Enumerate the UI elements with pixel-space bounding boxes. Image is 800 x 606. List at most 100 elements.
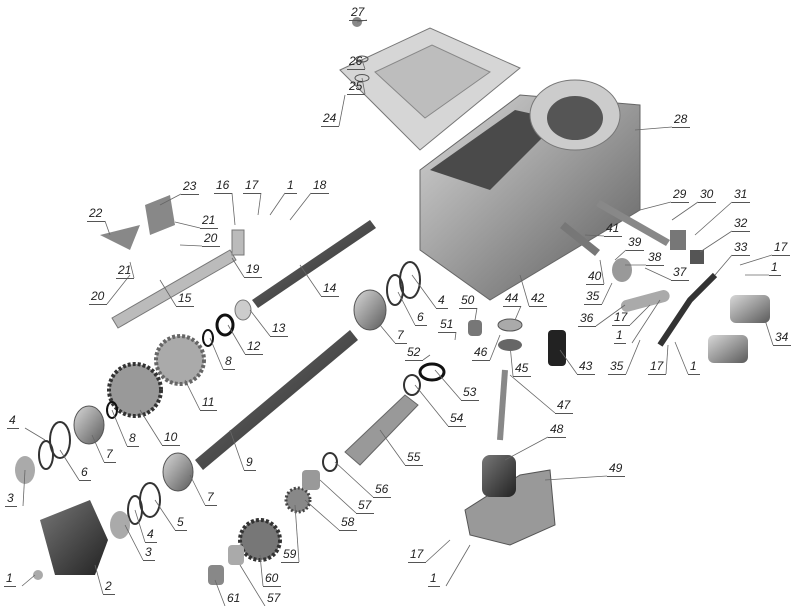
- callout-label-46: 46: [472, 346, 491, 361]
- callout-label-29: 29: [671, 188, 690, 203]
- callout-label-50: 50: [459, 294, 478, 309]
- leader-line: [544, 475, 608, 481]
- callout-label-1: 1: [614, 329, 626, 344]
- leader-line: [519, 274, 530, 307]
- callout-label-55: 55: [405, 451, 424, 466]
- callout-label-19: 19: [244, 263, 263, 278]
- leader-line: [614, 249, 627, 261]
- leader-line: [319, 479, 357, 514]
- callout-label-41: 41: [604, 222, 623, 237]
- leader-line: [422, 354, 431, 361]
- callout-label-38: 38: [646, 251, 665, 266]
- leader-line: [231, 192, 236, 226]
- callout-label-3: 3: [143, 546, 155, 561]
- callout-label-4: 4: [145, 528, 157, 543]
- leader-line: [509, 374, 556, 414]
- callout-label-17: 17: [772, 241, 791, 256]
- callout-label-16: 16: [214, 179, 233, 194]
- leader-line: [425, 539, 451, 563]
- leader-line: [299, 264, 322, 297]
- leader-line: [514, 305, 522, 321]
- callout-label-30: 30: [698, 188, 717, 203]
- callout-label-6: 6: [415, 311, 427, 326]
- leader-line: [361, 59, 366, 70]
- cover-plate: [339, 17, 521, 151]
- leader-line: [24, 427, 46, 441]
- callout-label-7: 7: [205, 491, 217, 506]
- leader-line: [454, 331, 457, 341]
- leader-line: [21, 574, 36, 587]
- leader-line: [249, 309, 271, 337]
- leader-line: [294, 504, 300, 563]
- leader-line: [584, 234, 605, 237]
- callout-label-27: 27: [349, 6, 368, 21]
- leader-line: [134, 509, 146, 543]
- callout-label-25: 25: [347, 80, 366, 95]
- leader-line: [631, 299, 661, 344]
- leader-line: [639, 201, 672, 211]
- callout-label-57: 57: [356, 499, 375, 514]
- callout-label-17: 17: [648, 360, 667, 375]
- leader-line: [397, 291, 416, 326]
- callout-label-8: 8: [127, 432, 139, 447]
- callout-label-33: 33: [732, 241, 751, 256]
- leader-line: [139, 409, 163, 446]
- leader-line: [124, 524, 144, 561]
- leader-line: [159, 193, 182, 206]
- leader-line: [629, 304, 651, 326]
- callout-label-5: 5: [175, 516, 187, 531]
- callout-label-14: 14: [321, 282, 340, 297]
- leader-line: [259, 554, 264, 587]
- leader-line: [184, 379, 201, 411]
- callout-label-21: 21: [116, 264, 135, 279]
- callout-label-51: 51: [438, 318, 457, 333]
- callout-label-35: 35: [608, 360, 627, 375]
- callout-label-42: 42: [529, 292, 548, 307]
- leader-line: [231, 257, 245, 278]
- leader-line: [257, 192, 262, 216]
- leader-lines: [21, 19, 774, 606]
- callout-label-12: 12: [245, 340, 264, 355]
- callout-label-44: 44: [503, 292, 522, 307]
- leader-line: [269, 192, 286, 216]
- callout-label-31: 31: [732, 188, 751, 203]
- leader-line: [489, 334, 501, 361]
- leader-line: [179, 244, 203, 247]
- gears: [107, 334, 312, 562]
- leader-line: [699, 230, 733, 253]
- callout-label-34: 34: [773, 331, 792, 346]
- leader-line: [411, 274, 437, 309]
- leader-line: [414, 384, 449, 427]
- shafts: [111, 200, 670, 470]
- leader-line: [714, 254, 733, 276]
- callout-label-15: 15: [176, 292, 195, 307]
- leader-line: [694, 201, 733, 236]
- leader-line: [104, 220, 111, 236]
- leader-line: [509, 344, 514, 377]
- leader-line: [601, 282, 613, 305]
- callout-label-22: 22: [87, 207, 106, 222]
- callout-label-1: 1: [428, 572, 440, 587]
- callout-label-18: 18: [311, 179, 330, 194]
- callout-label-10: 10: [162, 431, 181, 446]
- misc-parts: [33, 195, 770, 580]
- callout-label-23: 23: [181, 180, 200, 195]
- callout-label-35: 35: [584, 290, 603, 305]
- leader-line: [634, 126, 673, 131]
- leader-line: [379, 429, 406, 466]
- leader-line: [229, 429, 245, 471]
- leader-line: [174, 221, 201, 229]
- callout-label-52: 52: [405, 346, 424, 361]
- callout-label-60: 60: [263, 572, 282, 587]
- callout-label-56: 56: [373, 483, 392, 498]
- callout-label-13: 13: [270, 322, 289, 337]
- callout-label-17: 17: [612, 311, 631, 326]
- callout-label-7: 7: [104, 448, 116, 463]
- callout-label-7: 7: [395, 329, 407, 344]
- leader-line: [189, 474, 206, 506]
- callout-label-1: 1: [769, 261, 781, 276]
- callout-label-36: 36: [578, 312, 597, 327]
- callout-label-6: 6: [79, 466, 91, 481]
